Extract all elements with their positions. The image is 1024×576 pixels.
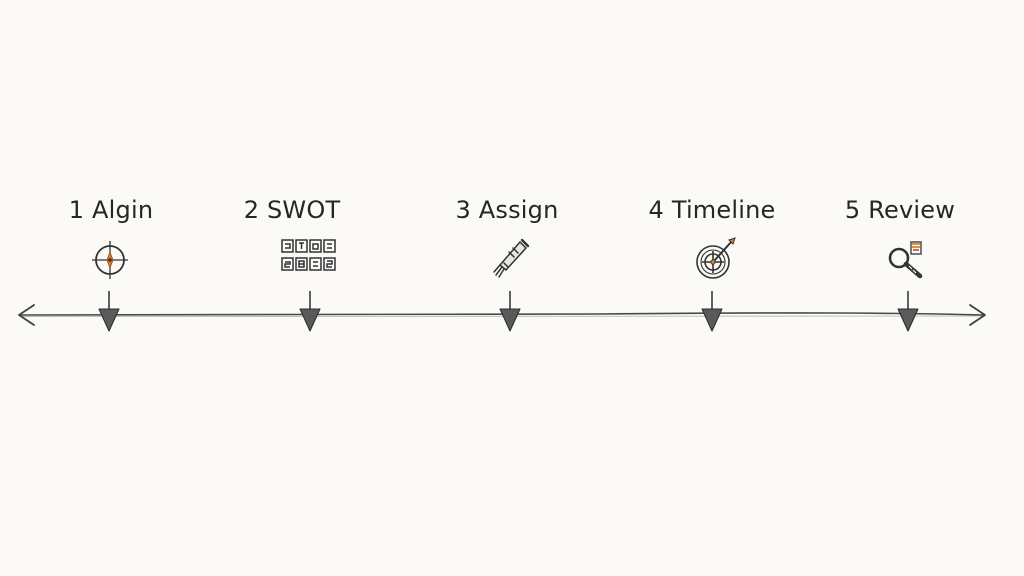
magnifier-icon bbox=[878, 232, 934, 288]
marker-triangle-5 bbox=[897, 308, 919, 332]
marker-triangle-2 bbox=[299, 308, 321, 332]
step-label-2: 2 SWOT bbox=[243, 196, 341, 224]
step-label-4: 4 Timeline bbox=[648, 196, 776, 224]
step-label-1: 1 Algin bbox=[68, 196, 154, 224]
brush-icon bbox=[482, 232, 538, 288]
marker-triangle-1 bbox=[98, 308, 120, 332]
step-label-5: 5 Review bbox=[844, 196, 956, 224]
timeline-line bbox=[19, 312, 986, 316]
right-arrowhead bbox=[969, 304, 986, 326]
step-label-3: 3 Assign bbox=[455, 196, 559, 224]
marker-triangle-3 bbox=[499, 308, 521, 332]
left-arrowhead bbox=[18, 304, 35, 326]
timeline-line-sketch bbox=[21, 315, 984, 317]
marker-triangle-4 bbox=[701, 308, 723, 332]
target-clock-icon bbox=[688, 232, 744, 288]
swot-grid-icon bbox=[280, 232, 336, 288]
compass-icon bbox=[82, 232, 138, 288]
